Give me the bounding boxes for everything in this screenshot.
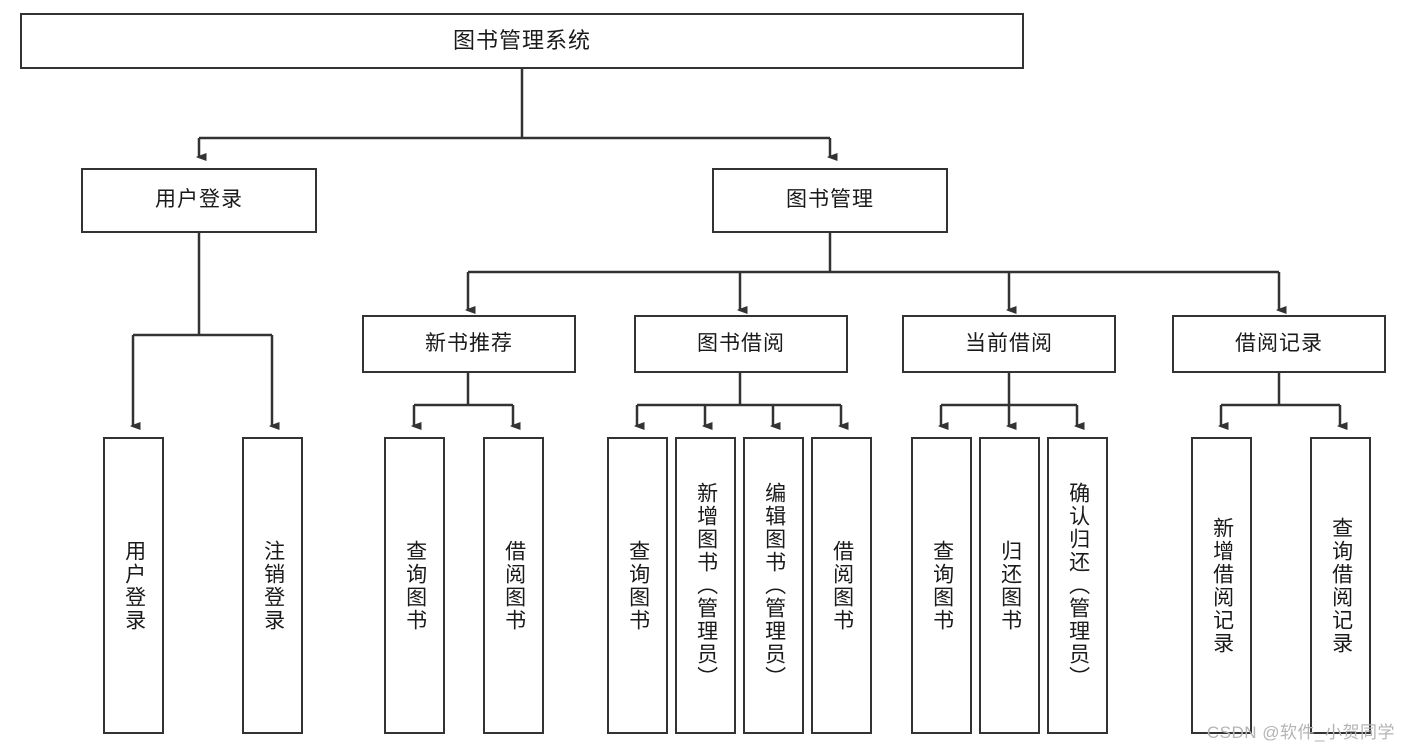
node-label: 图书借阅 bbox=[697, 331, 785, 355]
node-label: 用户登录 bbox=[122, 539, 146, 632]
leaf-logout[interactable]: 注销登录 bbox=[242, 437, 303, 734]
node-user-login[interactable]: 用户登录 bbox=[81, 168, 317, 233]
leaf-add-borrow-record[interactable]: 新增借阅记录 bbox=[1191, 437, 1252, 734]
node-borrow-record[interactable]: 借阅记录 bbox=[1172, 315, 1386, 373]
leaf-query-book-recommend[interactable]: 查询图书 bbox=[384, 437, 445, 734]
node-label: 查询借阅记录 bbox=[1329, 516, 1353, 655]
leaf-query-book-borrow[interactable]: 查询图书 bbox=[607, 437, 668, 734]
node-current-borrow[interactable]: 当前借阅 bbox=[902, 315, 1116, 373]
node-label: 用户登录 bbox=[155, 188, 243, 212]
leaf-return-book[interactable]: 归还图书 bbox=[979, 437, 1040, 734]
node-label: 查询图书 bbox=[626, 539, 650, 632]
leaf-borrow-book-recommend[interactable]: 借阅图书 bbox=[483, 437, 544, 734]
node-root-system[interactable]: 图书管理系统 bbox=[20, 13, 1024, 69]
node-book-management[interactable]: 图书管理 bbox=[712, 168, 948, 233]
node-label: 新书推荐 bbox=[425, 331, 513, 355]
node-new-book-recommend[interactable]: 新书推荐 bbox=[362, 315, 576, 373]
node-label: 图书管理 bbox=[786, 188, 874, 212]
node-book-borrow[interactable]: 图书借阅 bbox=[634, 315, 848, 373]
leaf-edit-book-admin[interactable]: 编辑图书（管理员） bbox=[743, 437, 804, 734]
node-label: 查询图书 bbox=[403, 539, 427, 632]
leaf-user-login[interactable]: 用户登录 bbox=[103, 437, 164, 734]
leaf-confirm-return-admin[interactable]: 确认归还（管理员） bbox=[1047, 437, 1108, 734]
node-label: 编辑图书（管理员） bbox=[762, 482, 786, 689]
node-label: 借阅图书 bbox=[502, 539, 526, 632]
node-label: 当前借阅 bbox=[965, 331, 1053, 355]
leaf-add-book-admin[interactable]: 新增图书（管理员） bbox=[675, 437, 736, 734]
node-label: 借阅记录 bbox=[1235, 331, 1323, 355]
node-label: 图书管理系统 bbox=[452, 28, 591, 54]
node-label: 新增借阅记录 bbox=[1210, 516, 1234, 655]
leaf-borrow-book[interactable]: 借阅图书 bbox=[811, 437, 872, 734]
node-label: 新增图书（管理员） bbox=[694, 482, 718, 689]
csdn-watermark: CSDN @软件_小贺同学 bbox=[1206, 723, 1395, 742]
leaf-query-book-current[interactable]: 查询图书 bbox=[911, 437, 972, 734]
node-label: 归还图书 bbox=[998, 539, 1022, 632]
node-label: 借阅图书 bbox=[830, 539, 854, 632]
node-label: 确认归还（管理员） bbox=[1066, 482, 1090, 689]
node-label: 注销登录 bbox=[261, 539, 285, 632]
node-label: 查询图书 bbox=[930, 539, 954, 632]
leaf-query-borrow-record[interactable]: 查询借阅记录 bbox=[1310, 437, 1371, 734]
